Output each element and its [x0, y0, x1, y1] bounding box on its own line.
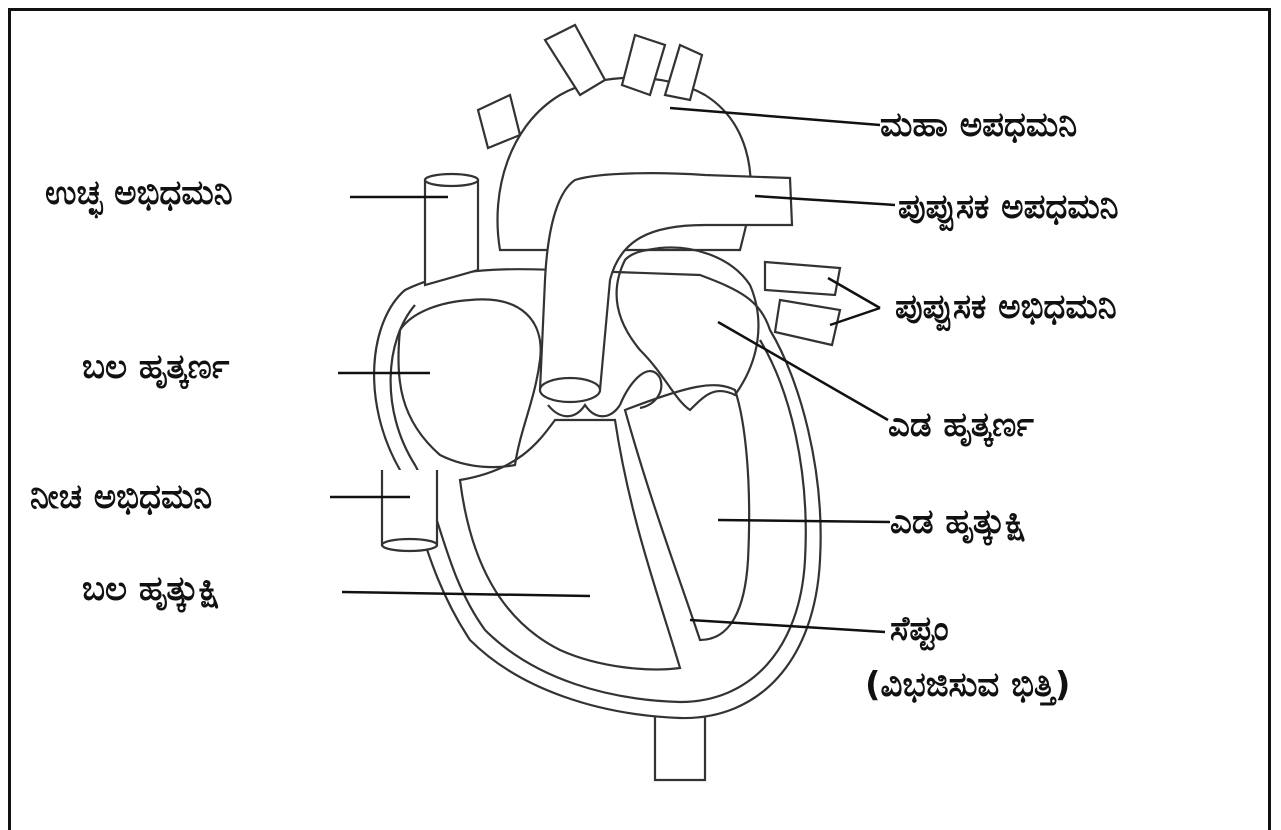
- ivc-opening: [382, 539, 437, 551]
- label-right-atrium: ಬಲ ಹೃತ್ಕರ್ಣ: [82, 350, 229, 384]
- label-left-ventricle: ಎಡ ಹೃತ್ಕುಕ್ಷಿ: [890, 505, 1026, 539]
- pulmonary-vein-lower: [775, 300, 840, 345]
- pulmonary-trunk-base: [540, 378, 600, 402]
- aorta-branch-1: [545, 25, 605, 95]
- label-pulmonary-artery: ಪುಪ್ಪುಸಕ ಅಪಧಮನಿ: [898, 190, 1119, 224]
- label-left-atrium: ಎಡ ಹೃತ್ಕರ್ಣ: [888, 408, 1034, 442]
- label-pulmonary-veins: ಪುಪ್ಪುಸಕ ಅಭಿಧಮನಿ: [895, 290, 1117, 324]
- label-right-ventricle: ಬಲ ಹೃತ್ಕುಕ್ಷಿ: [82, 572, 220, 606]
- label-superior-vena-cava: ಉಚ್ಛ ಅಭಿಧಮನಿ: [45, 176, 233, 210]
- label-inferior-vena-cava: ನೀಚ ಅಭಿಧಮನಿ: [30, 480, 212, 514]
- label-septum: ಸೆಪ್ಟಂ: [890, 612, 949, 646]
- svc-opening: [425, 174, 478, 186]
- label-aorta: ಮಹಾ ಅಪಧಮನಿ: [880, 108, 1077, 142]
- inferior-vena-cava-vessel: [382, 470, 437, 545]
- aorta-left-stub: [478, 95, 520, 148]
- label-septum-note: (ವಿಭಜಿಸುವ ಭಿತ್ತಿ): [865, 668, 1070, 702]
